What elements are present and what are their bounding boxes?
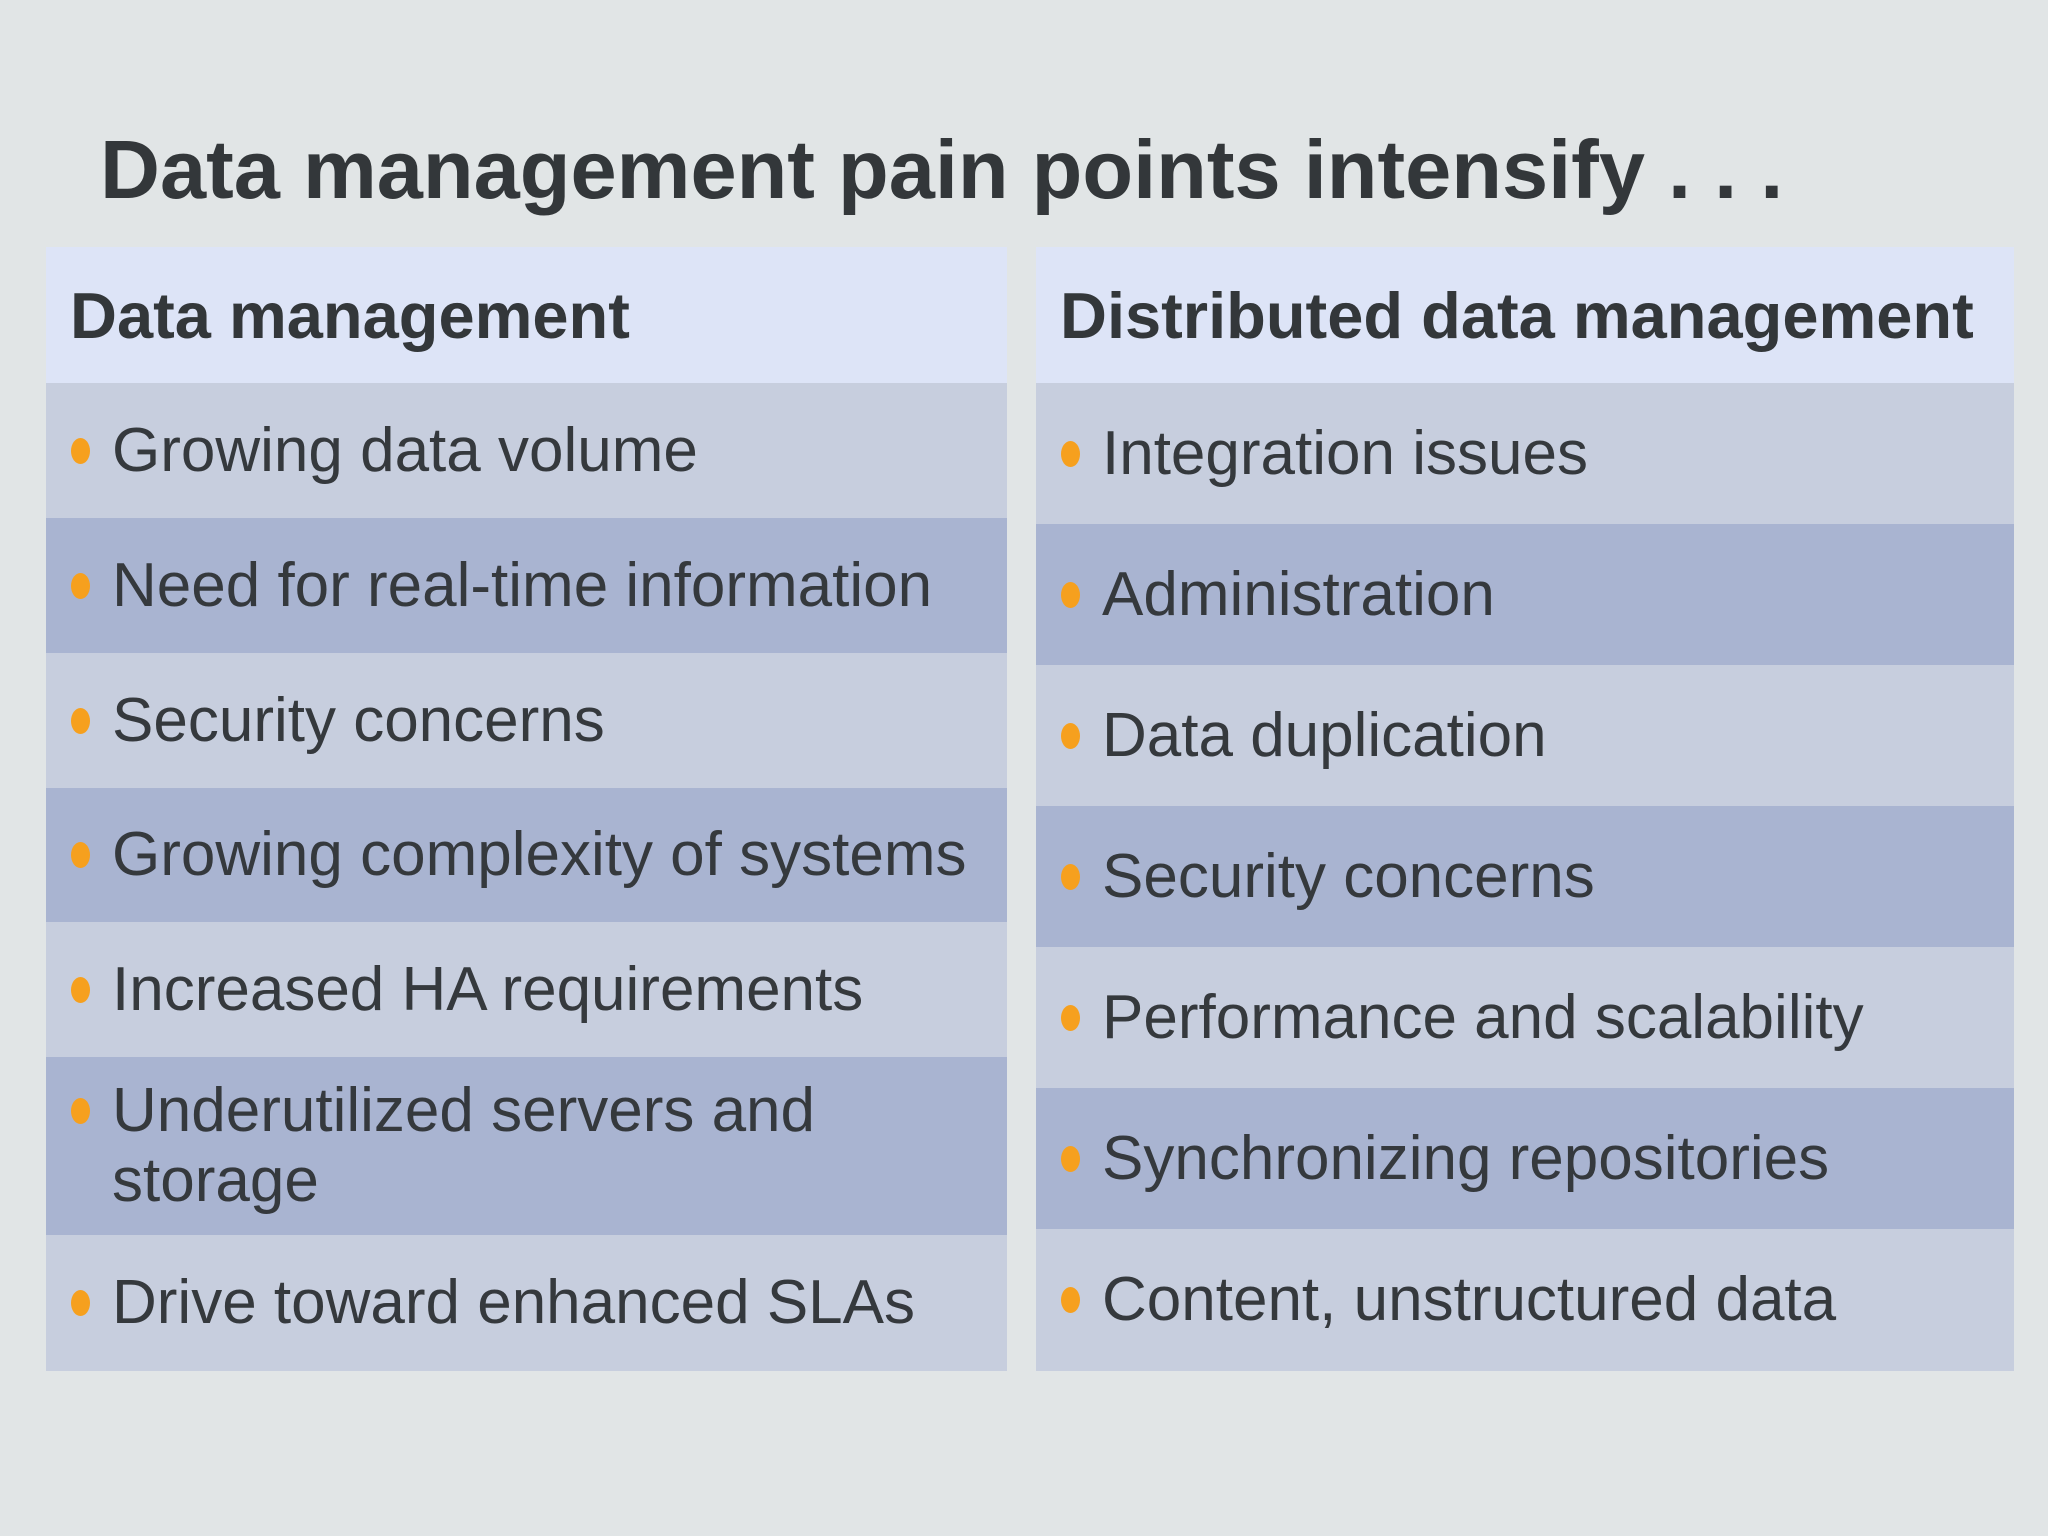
row-text: Synchronizing repositories	[1102, 1123, 1830, 1193]
table-row: Integration issues	[1036, 383, 2014, 524]
table-row: Increased HA requirements	[46, 922, 1007, 1057]
row-text: Growing complexity of systems	[112, 820, 967, 889]
bullet-icon	[71, 976, 90, 1003]
bullet-icon	[1061, 440, 1080, 467]
row-text: Need for real-time information	[112, 550, 933, 620]
table-row: Need for real-time information	[46, 518, 1007, 653]
bullet-icon	[71, 1098, 90, 1124]
row-text: Security concerns	[112, 685, 605, 755]
table-row: Underutilized servers and storage	[46, 1057, 1007, 1235]
bullet-icon	[71, 842, 90, 868]
data-management-table-header: Data management	[46, 247, 1007, 383]
table-row: Security concerns	[1036, 806, 2014, 947]
table-row: Synchronizing repositories	[1036, 1088, 2014, 1229]
table-row: Administration	[1036, 524, 2014, 665]
table-row: Growing complexity of systems	[46, 788, 1007, 922]
distributed-data-management-table-header: Distributed data management	[1036, 247, 2014, 383]
bullet-icon	[71, 1290, 90, 1316]
bullet-icon	[71, 707, 90, 734]
bullet-icon	[1061, 863, 1080, 890]
bullet-icon	[1061, 1287, 1080, 1313]
table-row: Performance and scalability	[1036, 947, 2014, 1088]
row-text: Increased HA requirements	[112, 954, 864, 1024]
bullet-icon	[1061, 1004, 1080, 1031]
row-text: Underutilized servers and storage	[112, 1076, 816, 1215]
table-row: Data duplication	[1036, 665, 2014, 806]
bullet-icon	[1061, 581, 1080, 608]
row-text: Content, unstructured data	[1102, 1265, 1837, 1334]
table-row: Growing data volume	[46, 383, 1007, 518]
row-text: Security concerns	[1102, 841, 1595, 911]
table-row: Content, unstructured data	[1036, 1229, 2014, 1371]
row-text: Growing data volume	[112, 415, 698, 485]
table-row: Security concerns	[46, 653, 1007, 788]
table-row: Drive toward enhanced SLAs	[46, 1235, 1007, 1371]
row-text: Drive toward enhanced SLAs	[112, 1268, 916, 1337]
bullet-icon	[71, 437, 90, 464]
distributed-data-management-table: Distributed data management Integration …	[1036, 247, 2014, 1371]
bullet-icon	[1061, 1145, 1080, 1172]
row-text: Performance and scalability	[1102, 982, 1864, 1052]
row-text: Administration	[1102, 559, 1495, 629]
bullet-icon	[71, 572, 90, 599]
row-text: Integration issues	[1102, 418, 1588, 488]
bullet-icon	[1061, 722, 1080, 749]
row-text: Data duplication	[1102, 700, 1547, 770]
slide-title: Data management pain points intensify . …	[100, 123, 1784, 216]
